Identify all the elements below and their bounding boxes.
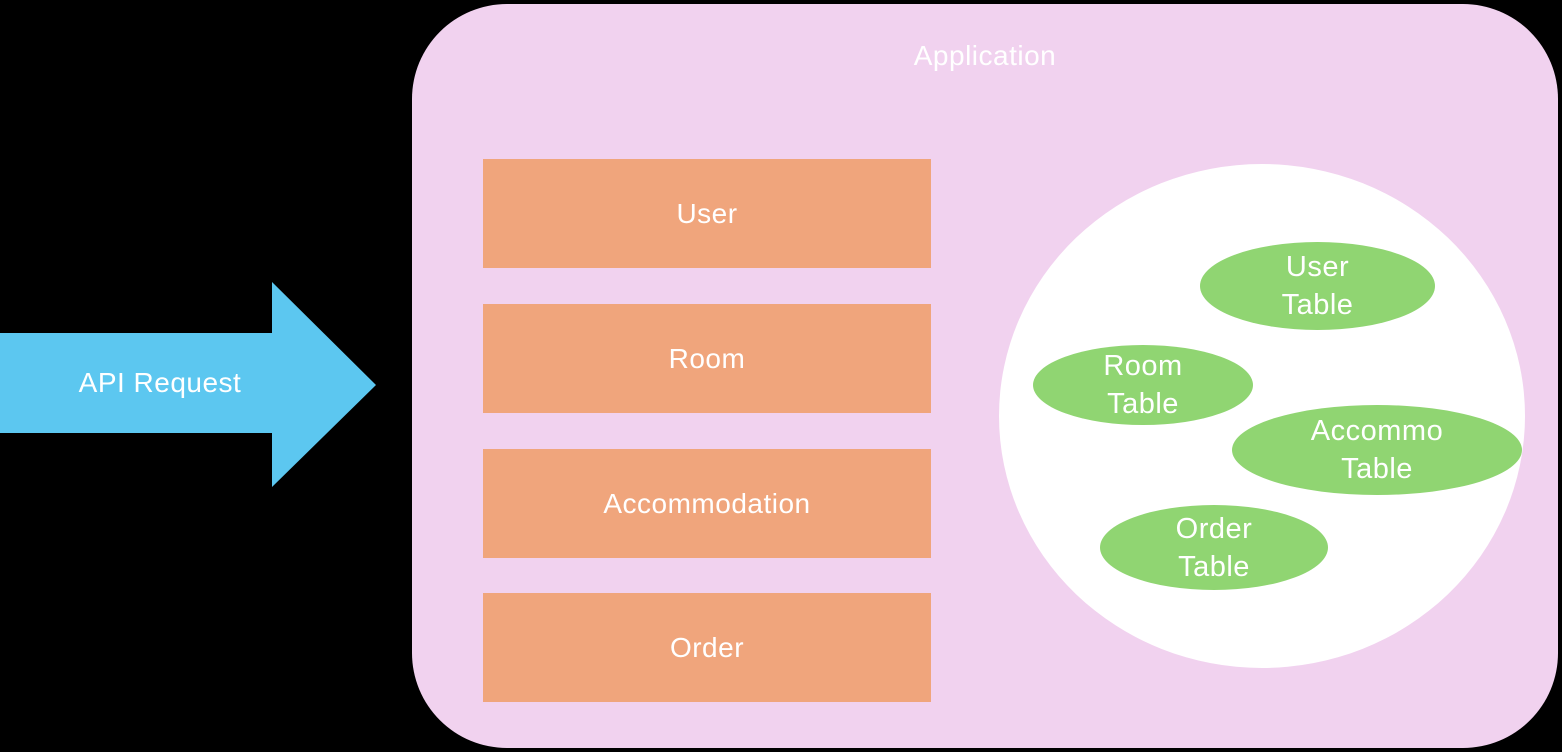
application-title: Application xyxy=(913,40,1057,71)
table-ellipse-order-line2: Table xyxy=(1178,550,1250,583)
table-ellipse-user: User Table xyxy=(1200,242,1435,330)
service-box-accommodation: Accommodation xyxy=(483,449,931,558)
table-ellipse-accommo-line1: Accommo xyxy=(1310,415,1444,447)
api-request-arrow-icon xyxy=(0,282,376,487)
api-request-label: API Request xyxy=(78,367,242,398)
table-ellipse-accommo-line2: Table xyxy=(1341,453,1413,485)
table-ellipse-user-line2: Table xyxy=(1281,289,1354,321)
service-box-room: Room xyxy=(483,304,931,413)
table-ellipse-order: Order Table xyxy=(1100,505,1328,590)
table-ellipse-user-line1: User xyxy=(1285,251,1350,283)
table-ellipse-accommo: Accommo Table xyxy=(1232,405,1522,495)
service-box-order: Order xyxy=(483,593,931,702)
table-ellipse-order-line1: Order xyxy=(1175,512,1253,545)
application-container: Application User Room Accommodation Orde… xyxy=(412,4,1558,748)
table-ellipse-room-line1: Room xyxy=(1103,350,1183,382)
table-ellipse-room: Room Table xyxy=(1033,345,1253,425)
service-box-user: User xyxy=(483,159,931,268)
table-ellipse-room-line2: Table xyxy=(1107,388,1179,420)
